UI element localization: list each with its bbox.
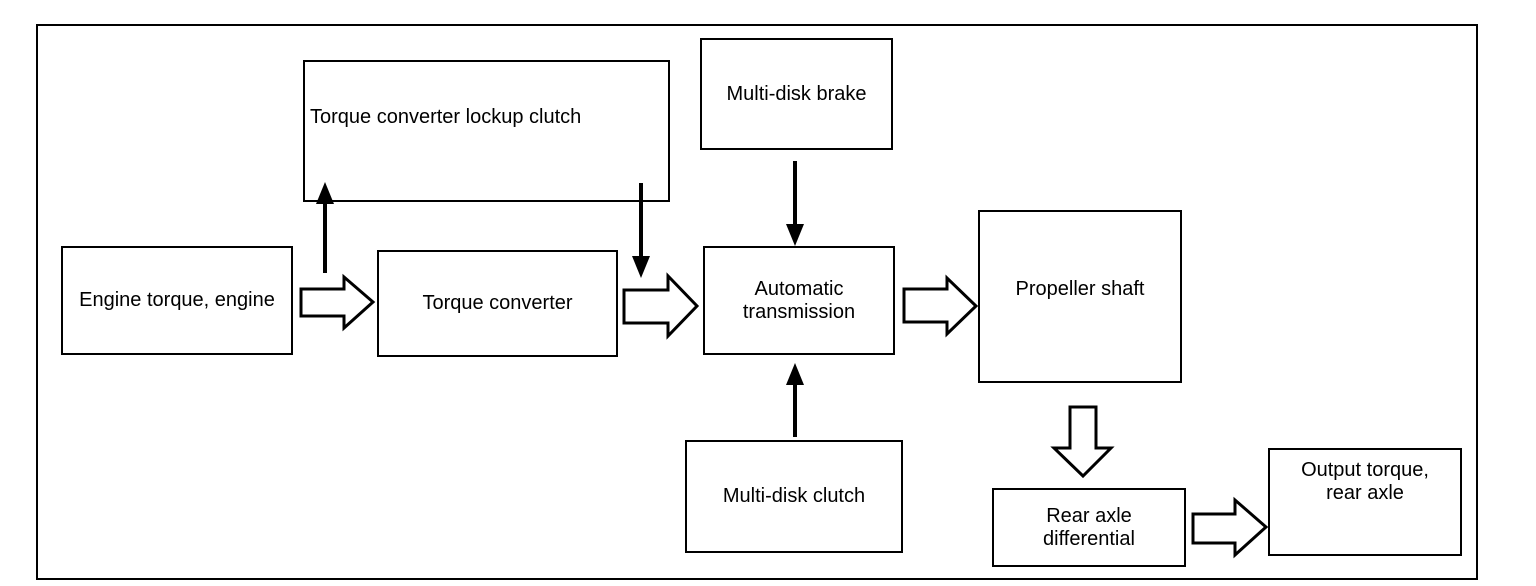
node-multi-disk-clutch: Multi-disk clutch <box>685 440 903 553</box>
node-engine-torque-label: Engine torque, engine <box>79 289 275 311</box>
node-multi-disk-brake-label: Multi-disk brake <box>726 82 867 105</box>
node-output-torque-rear-axle-label-line1: Output torque, <box>1301 459 1429 481</box>
node-multi-disk-brake: Multi-disk brake <box>700 38 893 150</box>
node-rear-axle-differential: Rear axle differential <box>992 488 1186 567</box>
node-output-torque-rear-axle: Output torque, rear axle <box>1268 448 1462 556</box>
diagram-border <box>36 24 1478 580</box>
node-torque-converter-label: Torque converter <box>422 292 573 314</box>
node-propeller-shaft: Propeller shaft <box>978 210 1182 383</box>
node-propeller-shaft-label: Propeller shaft <box>1015 278 1145 300</box>
node-output-torque-rear-axle-label-line2: rear axle <box>1326 482 1404 504</box>
node-automatic-transmission: Automatic transmission <box>703 246 895 355</box>
node-rear-axle-differential-label-line2: differential <box>1043 527 1135 550</box>
node-torque-converter-lockup-clutch: Torque converter lockup clutch <box>303 60 670 202</box>
node-rear-axle-differential-label-line1: Rear axle <box>1046 504 1132 527</box>
node-engine-torque: Engine torque, engine <box>61 246 293 355</box>
node-automatic-transmission-label-line1: Automatic <box>754 277 844 300</box>
node-torque-converter-lockup-clutch-label: Torque converter lockup clutch <box>310 106 582 128</box>
node-multi-disk-clutch-label: Multi-disk clutch <box>722 485 866 507</box>
node-torque-converter: Torque converter <box>377 250 618 357</box>
node-automatic-transmission-label-line2: transmission <box>742 300 856 323</box>
